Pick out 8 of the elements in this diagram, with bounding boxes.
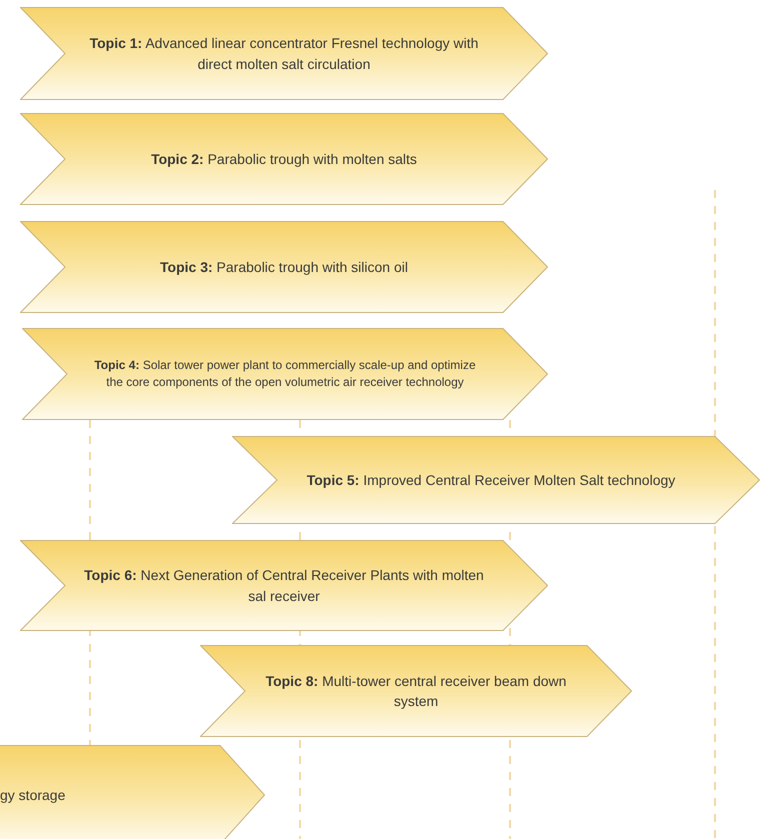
topic-text: Topic 2: Parabolic trough with molten salts <box>150 150 418 169</box>
topic-text: Topic 4: Solar tower power plant to commercially scale-up and optimize the core components of the open volumetric air receiver technology <box>93 356 477 391</box>
topic-text: Topic 1: Advanced linear concentrator Fresnel technology with direct molten salt circulation <box>88 34 480 74</box>
topic-text: gy storage <box>0 786 66 805</box>
topic-text: Topic 6: Next Generation of Central Receiver Plants with molten sal receiver <box>83 566 485 606</box>
topic-text: Topic 5: Improved Central Receiver Molten Salt technology <box>306 470 676 490</box>
topic-text: Topic 3: Parabolic trough with silicon oil <box>159 258 409 277</box>
topic-text: Topic 8: Multi-tower central receiver beam down system <box>264 672 568 711</box>
